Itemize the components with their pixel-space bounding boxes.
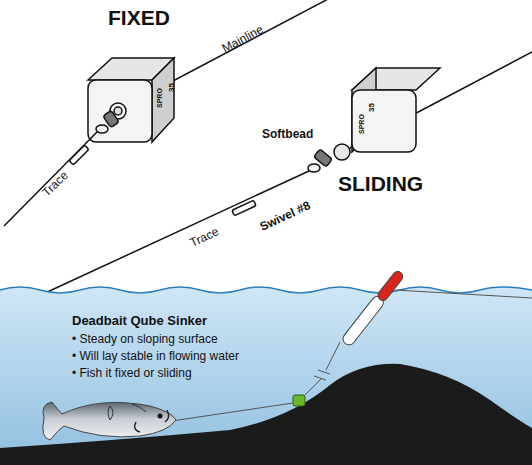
- part-name: Softbead: [262, 128, 313, 141]
- part-name: Trace: [188, 225, 221, 250]
- sliding-rig: [30, 52, 532, 300]
- note-heading: Deadbait Qube Sinker: [72, 314, 207, 328]
- weight-number: 35: [168, 83, 177, 92]
- note-text: • Will lay stable in flowing water: [72, 350, 239, 363]
- brand-mark: SPRO: [156, 88, 164, 108]
- part-name: Swivel #8: [258, 199, 313, 234]
- title-text: SLIDING: [338, 172, 423, 195]
- part-name: Trace: [40, 169, 71, 199]
- water-scene: [0, 269, 532, 465]
- note-text: • Steady on sloping surface: [72, 333, 218, 346]
- weight-number: 35: [368, 103, 377, 112]
- title-text: FIXED: [108, 6, 170, 29]
- part-name: Mainline: [220, 23, 266, 56]
- fixed-rig: [4, 0, 330, 226]
- note-text: • Fish it fixed or sliding: [72, 367, 192, 380]
- brand-mark: SPRO: [358, 114, 366, 134]
